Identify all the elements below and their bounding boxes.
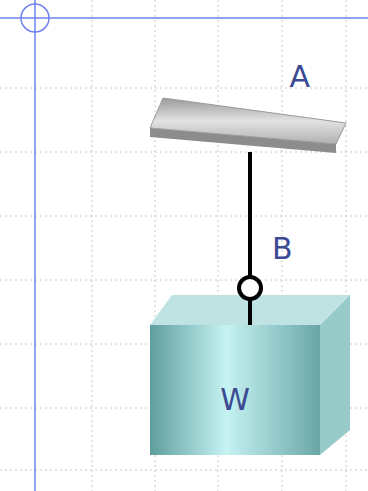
axis-line	[0, 17, 368, 19]
weight-node: W	[150, 325, 320, 455]
grid-line	[0, 470, 368, 471]
plate	[150, 98, 346, 153]
grid-line	[0, 152, 368, 153]
origin-mark	[21, 4, 49, 32]
part-label: W	[150, 383, 320, 416]
part-label: B	[272, 232, 293, 265]
grid-line	[0, 280, 368, 281]
grid-line	[0, 216, 368, 217]
plate-node: A	[150, 60, 346, 152]
part-label: A	[150, 60, 310, 93]
grid-line	[0, 88, 368, 89]
ring	[239, 277, 261, 299]
axis-line	[34, 0, 36, 491]
grid-line	[92, 0, 93, 491]
